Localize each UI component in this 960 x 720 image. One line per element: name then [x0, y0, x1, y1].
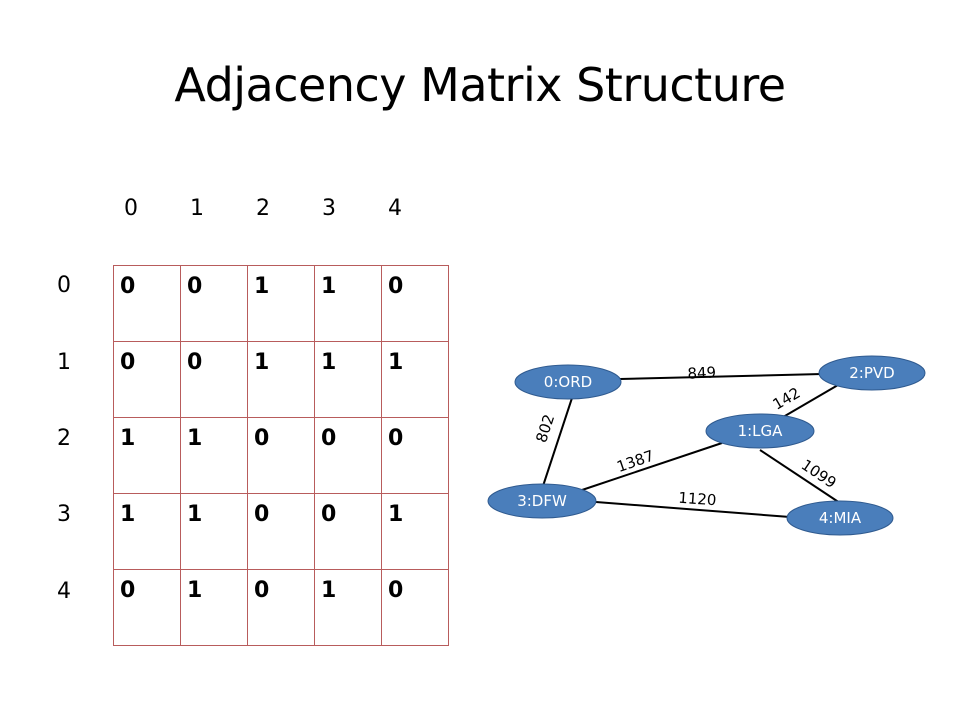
graph-edge-lga-mia [759, 449, 841, 504]
matrix-col-label: 1 [190, 196, 204, 221]
matrix-cell: 1 [180, 417, 248, 494]
matrix-row-label: 4 [57, 579, 71, 604]
graph-edge-lga-pvd [777, 384, 839, 421]
matrix-col-label: 4 [388, 196, 402, 221]
page-title: Adjacency Matrix Structure [174, 58, 786, 112]
matrix-row-label: 3 [57, 502, 71, 527]
graph-node-ord: 0:ORD [514, 364, 622, 400]
matrix-col-label: 3 [322, 196, 336, 221]
matrix-cell: 1 [180, 493, 248, 570]
node-label: 4:MIA [819, 509, 862, 527]
matrix-cell: 0 [381, 569, 449, 646]
matrix-cell: 0 [247, 569, 315, 646]
graph-node-dfw: 3:DFW [487, 483, 597, 519]
matrix-cell: 0 [314, 493, 382, 570]
graph-edge-ord-dfw [542, 397, 573, 487]
matrix-row-label: 0 [57, 273, 71, 298]
graph-node-lga: 1:LGA [705, 413, 815, 449]
matrix-cell: 0 [247, 417, 315, 494]
graph-edge-ord-pvd [619, 373, 823, 380]
node-label: 2:PVD [849, 364, 894, 382]
matrix-row: 0 0 1 1 0 [113, 265, 449, 342]
matrix-col-label: 0 [124, 196, 138, 221]
matrix-col-label: 2 [256, 196, 270, 221]
node-label: 1:LGA [738, 422, 784, 440]
matrix-row: 1 1 0 0 0 [113, 417, 449, 494]
matrix-cell: 1 [314, 569, 382, 646]
graph-edge-dfw-mia [595, 501, 791, 518]
matrix-row: 1 1 0 0 1 [113, 493, 449, 570]
edge-weight-lga-mia: 1099 [798, 456, 840, 492]
edge-weight-ord-dfw: 802 [532, 412, 558, 445]
matrix-cell: 0 [381, 265, 449, 342]
edge-weight-ord-pvd: 849 [687, 363, 717, 382]
node-label: 0:ORD [544, 373, 592, 391]
matrix-cell: 1 [113, 493, 181, 570]
matrix-cell: 1 [381, 493, 449, 570]
node-label: 3:DFW [517, 492, 567, 510]
adjacency-matrix: 0 0 1 1 0 0 0 1 1 1 1 1 0 0 0 1 1 0 0 1 … [113, 265, 449, 646]
graph-node-mia: 4:MIA [786, 500, 894, 536]
matrix-cell: 0 [180, 341, 248, 418]
matrix-cell: 1 [247, 341, 315, 418]
matrix-cell: 1 [113, 417, 181, 494]
matrix-cell: 1 [314, 265, 382, 342]
matrix-row-label: 2 [57, 426, 71, 451]
matrix-row: 0 1 0 1 0 [113, 569, 449, 646]
matrix-cell: 0 [113, 569, 181, 646]
graph-edge-dfw-lga [581, 442, 723, 491]
graph-node-pvd: 2:PVD [818, 355, 926, 391]
matrix-row-label: 1 [57, 350, 71, 375]
edge-weight-dfw-mia: 1120 [678, 489, 717, 510]
